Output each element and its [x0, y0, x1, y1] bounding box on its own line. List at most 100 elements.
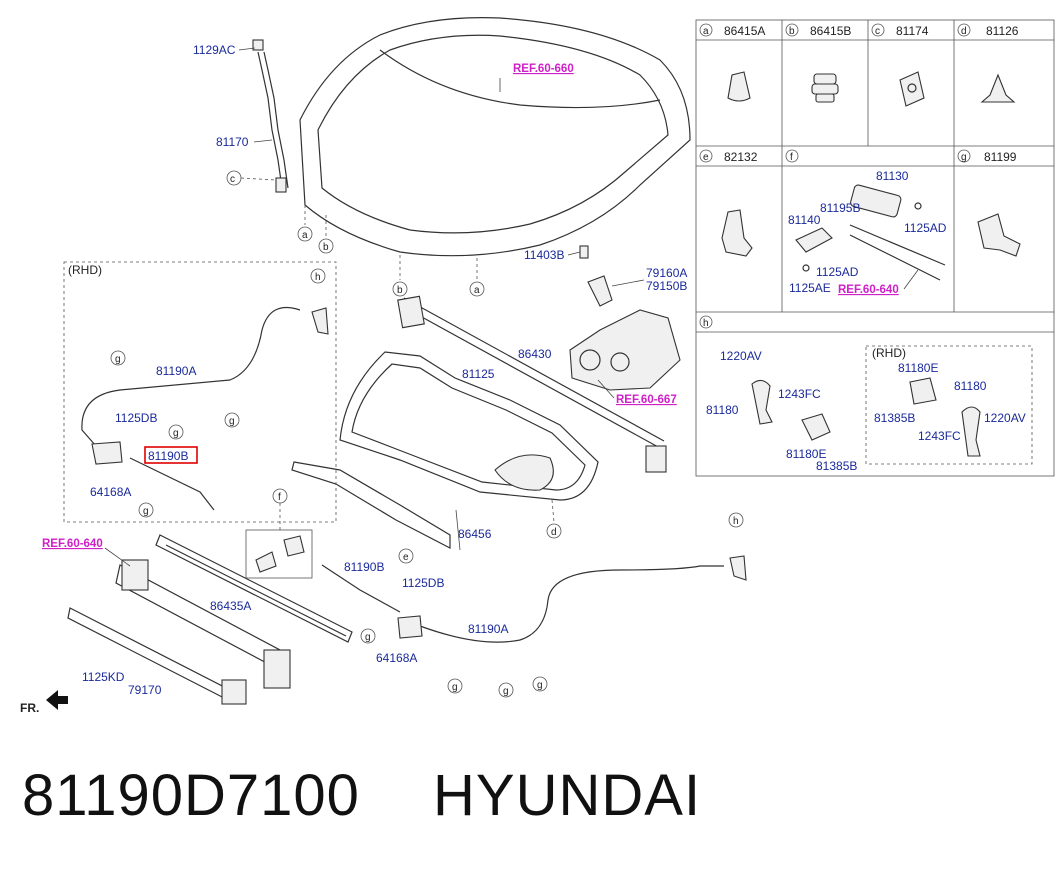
callout-b: b	[323, 242, 329, 253]
hood-stay-rod	[252, 39, 289, 193]
callout-g-2: g	[173, 428, 179, 439]
callout-g-4: g	[143, 506, 149, 517]
release-handle-h-icon	[751, 377, 981, 457]
callout-c: c	[230, 174, 235, 185]
label-86415A[interactable]: 86415A	[724, 24, 765, 38]
label-81190B-lhd[interactable]: 81190B	[344, 560, 384, 574]
grid-letter-g: g	[961, 152, 967, 163]
grid-letter-c: c	[875, 26, 880, 37]
grid-letter-a: a	[703, 26, 709, 37]
callout-g-5: g	[365, 632, 371, 643]
label-81385B[interactable]: 81385B	[816, 459, 857, 473]
label-1220AV[interactable]: 1220AV	[720, 349, 762, 363]
label-1129AC[interactable]: 1129AC	[193, 43, 236, 57]
label-82132[interactable]: 82132	[724, 150, 758, 164]
bumper-82132-icon	[721, 209, 753, 257]
callout-a: a	[302, 230, 308, 241]
label-64168A[interactable]: 64168A	[90, 485, 131, 499]
hinge-81199-icon	[977, 213, 1021, 257]
label-86415B[interactable]: 86415B	[810, 24, 851, 38]
front-direction-label: FR.	[20, 701, 39, 715]
label-86456[interactable]: 86456	[458, 527, 492, 541]
label-81130[interactable]: 81130	[876, 169, 909, 183]
grid-letter-f: f	[790, 152, 793, 163]
label-1125DB[interactable]: 1125DB	[115, 411, 157, 425]
ref-60-667[interactable]: REF.60-667	[616, 394, 677, 406]
callout-e: e	[403, 552, 409, 563]
label-81125[interactable]: 81125	[462, 367, 495, 381]
label-1220AV-2[interactable]: 1220AV	[984, 411, 1026, 425]
parts-grid	[695, 19, 1055, 477]
label-81180[interactable]: 81180	[706, 403, 739, 417]
latch-clip-icon	[255, 535, 305, 573]
front-arrow-icon	[46, 690, 68, 710]
label-81170[interactable]: 81170	[216, 135, 249, 149]
label-1125DB-lhd[interactable]: 1125DB	[402, 576, 444, 590]
label-11403B[interactable]: 11403B	[524, 248, 564, 262]
rhd-box-left	[63, 261, 337, 523]
bumper-strip-86435A	[155, 534, 353, 643]
callout-g-3: g	[229, 416, 235, 427]
callout-h-1: h	[315, 272, 321, 283]
callout-h-2: h	[733, 516, 739, 527]
label-86435A[interactable]: 86435A	[210, 599, 251, 613]
label-81385B-2[interactable]: 81385B	[874, 411, 915, 425]
release-cable-lhd	[321, 555, 747, 643]
clip-81174-icon	[899, 71, 925, 107]
label-81190A[interactable]: 81190A	[156, 364, 196, 378]
label-81180E[interactable]: 81180E	[786, 447, 826, 461]
seal-strip-86456	[291, 461, 451, 549]
highlight-81190B-box	[144, 446, 198, 464]
seal-strip-86430	[397, 295, 667, 473]
rhd-label-left: (RHD)	[68, 263, 102, 277]
callout-g-8: g	[537, 680, 543, 691]
label-81190A-lhd[interactable]: 81190A	[468, 622, 508, 636]
label-86430[interactable]: 86430	[518, 347, 552, 361]
grid-letter-b: b	[789, 26, 795, 37]
label-79170[interactable]: 79170	[128, 683, 162, 697]
label-64168A-lhd[interactable]: 64168A	[376, 651, 417, 665]
clip-81126-icon	[980, 73, 1016, 103]
hood-latch-assembly	[569, 245, 681, 391]
ref-60-640-bottom[interactable]: REF.60-640	[42, 538, 103, 550]
hood-panel	[299, 17, 691, 257]
label-81140[interactable]: 81140	[788, 213, 821, 227]
part-footer: 81190D7100 HYUNDAI	[22, 762, 1042, 842]
callout-g-6: g	[452, 682, 458, 693]
ref-60-640-grid[interactable]: REF.60-640	[838, 284, 899, 296]
label-1125AD-2[interactable]: 1125AD	[816, 265, 859, 279]
callout-box-f	[245, 529, 313, 579]
label-81126[interactable]: 81126	[986, 24, 1019, 38]
label-81190B-highlighted[interactable]: 81190B	[148, 449, 188, 463]
parts-diagram: REF.60-660 1129AC 81170 c a b b a	[20, 17, 1055, 715]
release-cable-rhd	[81, 306, 329, 511]
callout-a-2: a	[474, 285, 480, 296]
grid-letter-h: h	[703, 318, 709, 329]
part-number: 81190D7100	[22, 763, 360, 828]
label-81195B[interactable]: 81195B	[820, 201, 860, 215]
callout-f: f	[278, 492, 281, 503]
label-81174[interactable]: 81174	[896, 24, 929, 38]
bumper-86415B-icon	[811, 73, 839, 103]
label-1125AE[interactable]: 1125AE	[789, 281, 831, 295]
callout-g-7: g	[503, 686, 509, 697]
label-81180E-2[interactable]: 81180E	[898, 361, 938, 375]
label-79150B[interactable]: 79150B	[646, 279, 687, 293]
hood-latch-support-79170	[67, 559, 291, 705]
rhd-label-right: (RHD)	[872, 346, 906, 360]
callout-g-1: g	[115, 354, 121, 365]
grid-letter-e: e	[703, 152, 709, 163]
label-1243FC[interactable]: 1243FC	[778, 387, 821, 401]
label-81180-2[interactable]: 81180	[954, 379, 987, 393]
label-79160A[interactable]: 79160A	[646, 266, 687, 280]
hood-insulator-81125	[339, 351, 599, 501]
label-1243FC-2[interactable]: 1243FC	[918, 429, 961, 443]
label-1125AD[interactable]: 1125AD	[904, 221, 947, 235]
ref-60-660[interactable]: REF.60-660	[513, 63, 574, 75]
label-1125KD[interactable]: 1125KD	[82, 670, 125, 684]
grid-letter-d: d	[961, 26, 967, 37]
brand-name: HYUNDAI	[433, 763, 702, 828]
label-81199[interactable]: 81199	[984, 150, 1017, 164]
callout-b-2: b	[397, 285, 403, 296]
callout-d: d	[551, 527, 557, 538]
